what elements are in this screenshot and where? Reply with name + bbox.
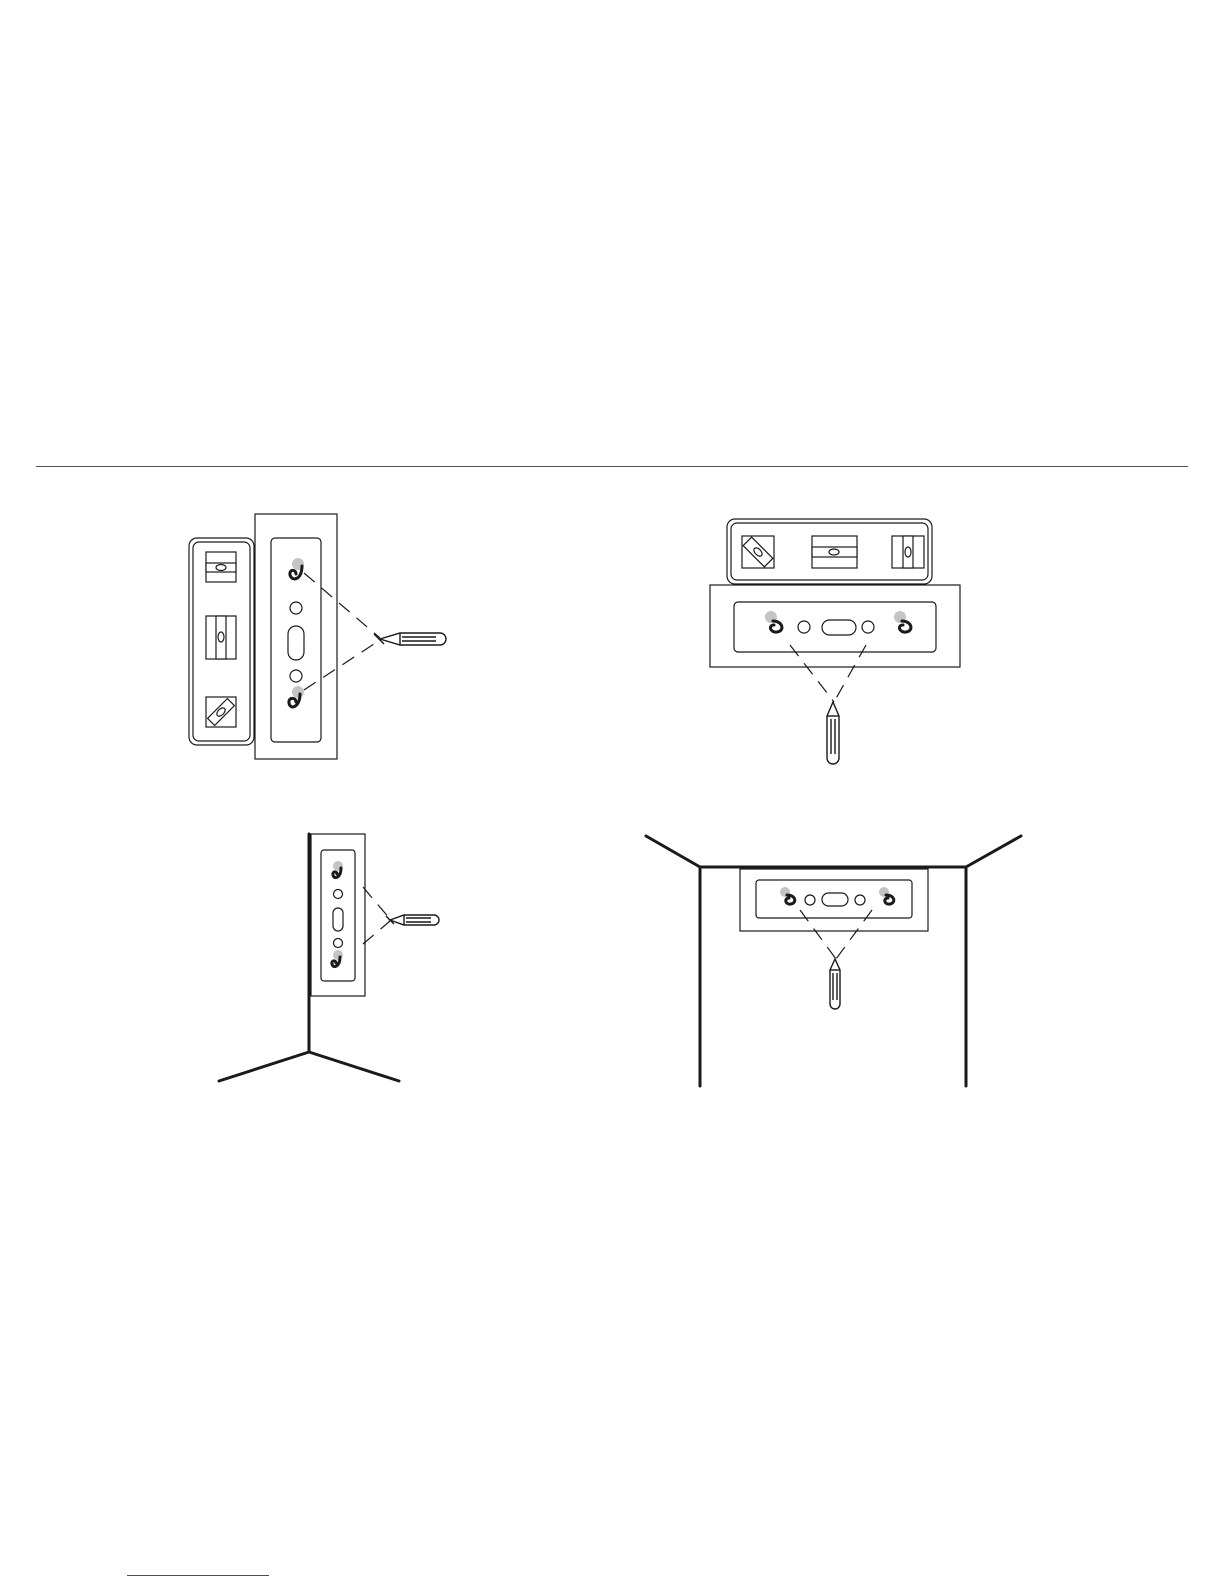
mounting-bracket-icon <box>740 869 928 931</box>
mounting-bracket-icon <box>311 834 365 996</box>
pencil-icon <box>827 702 839 764</box>
pencil-icon <box>386 915 439 925</box>
pencil-icon <box>374 633 446 645</box>
figure-corner-wall-vertical-mount <box>219 834 439 1081</box>
spirit-level-icon <box>189 538 254 745</box>
pencil-icon <box>830 959 840 1009</box>
guide-line-lower <box>363 921 390 944</box>
mounting-bracket-icon <box>710 585 960 667</box>
mounting-bracket-icon <box>255 514 337 759</box>
figure-ceiling-wall-horizontal-mount <box>646 836 1021 1086</box>
wall-corner-icon <box>219 834 399 1081</box>
figure-level-horizontal-mount <box>710 519 960 764</box>
footer-link-underline[interactable] <box>127 1575 269 1576</box>
figure-level-vertical-mount <box>189 514 446 759</box>
guide-line-upper <box>363 887 390 919</box>
spirit-level-icon <box>727 519 932 584</box>
